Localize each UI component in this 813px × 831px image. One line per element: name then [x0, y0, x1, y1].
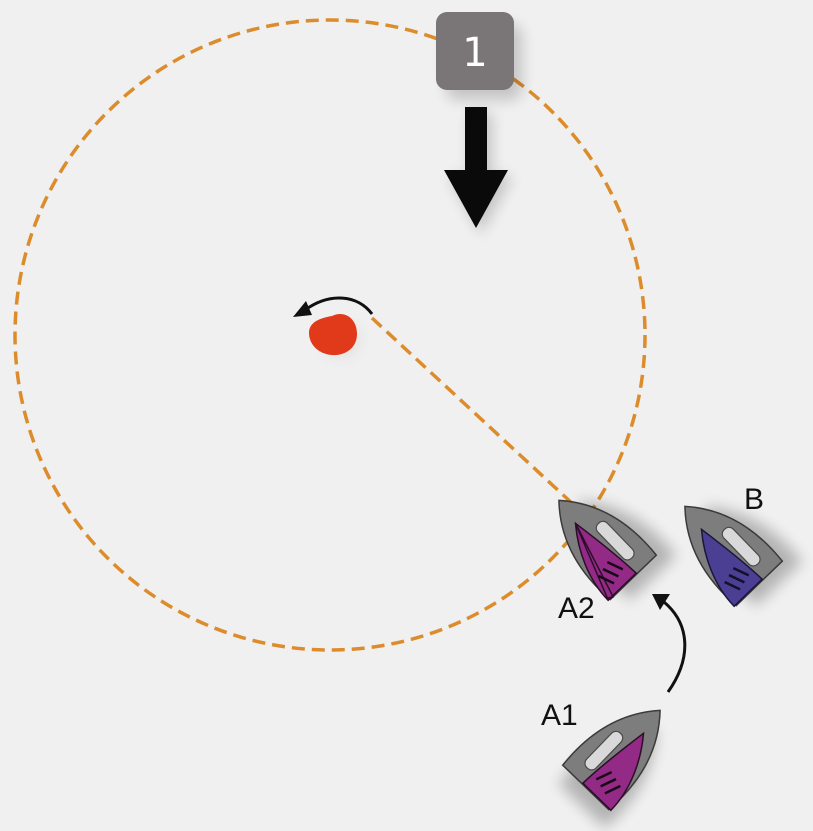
curved-arrow-icon — [293, 296, 374, 317]
boat-a1 — [558, 709, 661, 829]
label-boat-a2: A2 — [558, 592, 595, 625]
move-arrow — [652, 594, 687, 693]
mark-icon — [309, 314, 360, 358]
course-line — [370, 316, 590, 520]
step-badge: 1 — [436, 12, 522, 100]
label-boat-b: B — [744, 483, 764, 516]
label-boat-a1: A1 — [541, 699, 578, 732]
step-number: 1 — [462, 30, 487, 76]
zone-circle — [13, 18, 647, 652]
boat-b — [684, 505, 803, 608]
boat-a2 — [558, 499, 677, 602]
wind-arrow-icon — [444, 107, 513, 234]
